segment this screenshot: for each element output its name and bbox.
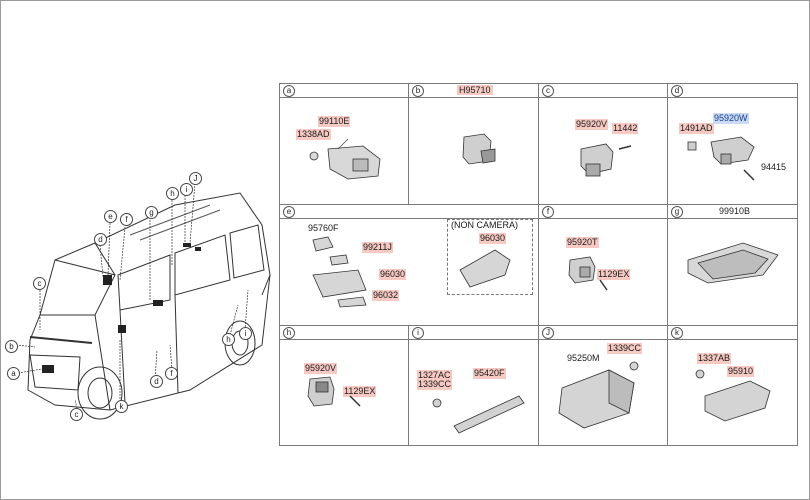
cell-title-b: H95710 — [457, 85, 493, 95]
callout-i-lower: i — [239, 327, 252, 340]
callout-d-lower: d — [150, 375, 163, 388]
part-label: 1337AB — [697, 353, 732, 364]
callout-g: g — [145, 206, 158, 219]
callout-h: h — [166, 187, 179, 200]
part-label: 95420F — [473, 368, 506, 379]
callout-h-lower: h — [222, 333, 235, 346]
part-label: 96030 — [379, 269, 407, 280]
cell-h: h 95920V 1129EX — [280, 326, 409, 445]
sensor-drawing — [687, 136, 755, 181]
cell-letter-a: a — [283, 85, 295, 97]
part-label: 1491AD — [679, 123, 714, 134]
part-label: 1339CC — [607, 343, 643, 354]
control-unit-drawing — [558, 361, 639, 429]
cell-letter-e: e — [283, 206, 295, 218]
cell-c: c 95920V 11442 — [539, 84, 668, 205]
part-label: 96030 — [479, 233, 507, 244]
callout-d: d — [94, 233, 107, 246]
part-label: 95920W — [713, 113, 749, 124]
cell-title-g: 99910B — [719, 206, 751, 216]
cell-f: f 95920T 1129EX — [539, 205, 668, 326]
module-drawing — [687, 242, 779, 284]
cell-b: b H95710 — [409, 84, 539, 205]
sensor-drawing — [307, 376, 361, 407]
callout-c-lower: c — [70, 408, 83, 421]
cell-d: d 1491AD 95920W 94415 — [668, 84, 797, 205]
callout-c: c — [33, 277, 46, 290]
cell-letter-k: k — [671, 327, 683, 339]
callout-f-lower: f — [165, 367, 178, 380]
callout-j: J — [189, 172, 202, 185]
sensor-bar-drawing — [432, 395, 525, 434]
part-label: 96032 — [372, 290, 400, 301]
part-label: 1129EX — [597, 269, 631, 280]
cell-letter-c: c — [542, 85, 554, 97]
callout-k: k — [115, 400, 128, 413]
callout-e: e — [104, 210, 117, 223]
part-label: 1129EX — [343, 386, 377, 397]
vehicle-overview: J i h e f g d c b a c k d f h i — [0, 165, 280, 425]
callout-i: i — [180, 183, 193, 196]
sensor-drawing — [580, 143, 632, 177]
cell-letter-j: J — [542, 327, 554, 339]
non-camera-group — [447, 219, 533, 295]
part-label: 11442 — [612, 123, 639, 134]
part-label: 1338AD — [296, 129, 331, 140]
cell-k: k 1337AB 95910 — [668, 326, 797, 445]
part-label: 95760F — [308, 223, 339, 233]
part-label: 99211J — [362, 242, 393, 253]
part-label: 94415 — [761, 162, 787, 172]
part-label: 1339CC — [417, 379, 453, 390]
cell-g: g 99910B — [668, 205, 797, 326]
control-unit-drawing — [695, 369, 771, 422]
cell-letter-b: b — [412, 85, 424, 97]
part-label: 95910 — [727, 366, 755, 377]
group-label: (NON CAMERA) — [451, 220, 518, 230]
cell-letter-i: i — [412, 327, 424, 339]
part-label: 1327AC — [417, 370, 452, 381]
cell-a: a 99110E 1338AD — [280, 84, 409, 205]
part-label: 95920T — [566, 237, 599, 248]
callout-f: f — [120, 213, 133, 226]
cell-j: J 95250M 1339CC — [539, 326, 668, 445]
cover-drawing — [312, 236, 367, 308]
parts-grid: a 99110E 1338AD b H95710 c 95920V 11442 — [279, 83, 798, 446]
cell-letter-d: d — [671, 85, 683, 97]
callout-a: a — [7, 367, 20, 380]
part-label: 99110E — [318, 116, 351, 127]
cover-drawing — [459, 249, 511, 288]
callout-b: b — [5, 340, 18, 353]
cell-letter-f: f — [542, 206, 554, 218]
sensor-drawing — [462, 133, 496, 165]
vehicle-drawing — [15, 182, 271, 421]
part-label: 95250M — [567, 353, 600, 363]
sensor-drawing — [568, 256, 608, 291]
cell-letter-g: g — [671, 206, 683, 218]
part-label: 95920V — [304, 363, 338, 374]
cell-e: e 95760F 99211J 96030 96032 (NON CAMERA)… — [280, 205, 539, 326]
part-label: 95920V — [575, 119, 609, 130]
cell-i: i 1327AC 1339CC 95420F — [409, 326, 539, 445]
cell-letter-h: h — [283, 327, 295, 339]
bracket-drawing — [309, 138, 381, 180]
